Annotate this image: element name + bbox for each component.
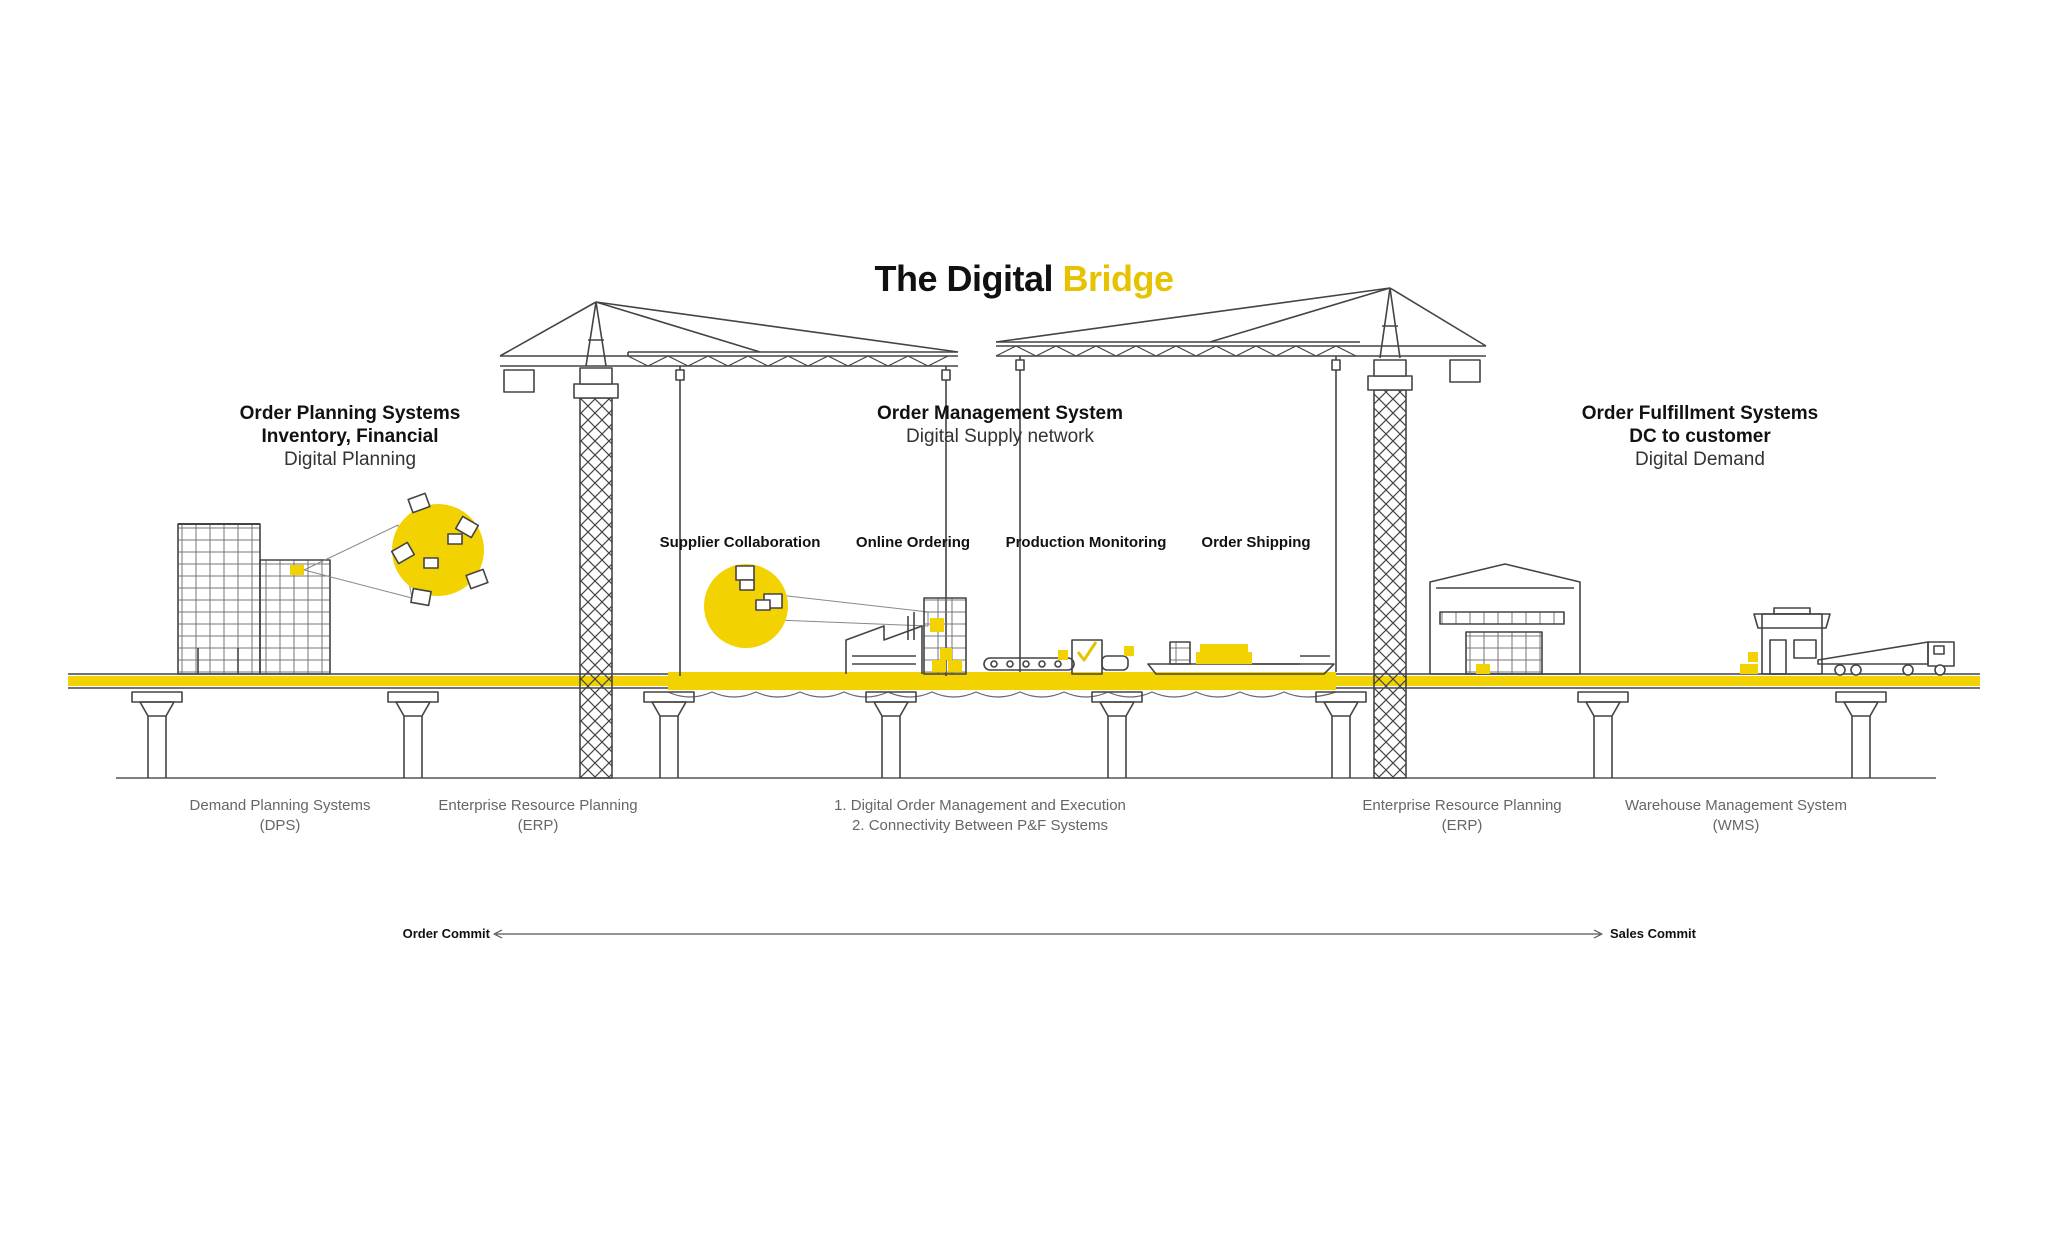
pier — [1577, 691, 1629, 778]
system-caption-line: 1. Digital Order Management and Executio… — [834, 797, 1126, 814]
section-fulfillment-sub: Digital Demand — [1635, 449, 1765, 470]
cargo-ship-icon — [1147, 641, 1335, 675]
section-planning-line1: Order Planning Systems — [239, 403, 461, 424]
system-caption-line: Enterprise Resource Planning — [438, 797, 638, 814]
delivery-truck-icon — [1817, 641, 1955, 676]
bridge-piers — [131, 691, 1887, 778]
office-building-icon — [177, 523, 331, 675]
system-caption-line: 2. Connectivity Between P&F Systems — [852, 817, 1108, 834]
system-caption-line: (DPS) — [259, 817, 301, 834]
stage-label: Supplier Collaboration — [659, 534, 821, 551]
diagram-title: The Digital Bridge — [0, 258, 2048, 300]
system-caption-line: Warehouse Management System — [1624, 797, 1848, 814]
pier — [1091, 691, 1143, 778]
pier — [1835, 691, 1887, 778]
title-main: The Digital — [874, 258, 1063, 299]
system-caption-line: Demand Planning Systems — [189, 797, 371, 814]
section-planning-sub: Digital Planning — [283, 449, 417, 470]
system-caption-line: (WMS) — [1712, 817, 1760, 834]
section-fulfillment-line1: Order Fulfillment Systems — [1581, 403, 1819, 424]
stage-label: Production Monitoring — [1005, 534, 1167, 551]
section-order-management: Order Management System Digital Supply n… — [830, 402, 1170, 449]
order-commit-label: Order Commit — [402, 926, 490, 941]
tower-crane-icon — [499, 301, 959, 779]
system-caption: Enterprise Resource Planning (ERP) — [1342, 796, 1582, 836]
section-order-fulfillment: Order Fulfillment Systems DC to customer… — [1550, 402, 1850, 472]
section-management-sub: Digital Supply network — [906, 426, 1094, 447]
section-management-line1: Order Management System — [876, 403, 1124, 424]
system-caption-line: (ERP) — [1441, 817, 1483, 834]
system-caption: Warehouse Management System (WMS) — [1606, 796, 1866, 836]
pier — [387, 691, 439, 778]
commit-flow-arrow — [493, 929, 1603, 939]
system-caption: 1. Digital Order Management and Executio… — [820, 796, 1140, 836]
system-caption-line: (ERP) — [517, 817, 559, 834]
system-caption: Demand Planning Systems (DPS) — [160, 796, 400, 836]
conveyor-belt-icon — [983, 639, 1134, 675]
storefront-icon — [1740, 607, 1831, 675]
pier — [643, 691, 695, 778]
pier — [865, 691, 917, 778]
section-order-planning: Order Planning Systems Inventory, Financ… — [200, 402, 500, 472]
section-planning-line2: Inventory, Financial — [261, 426, 439, 447]
warehouse-icon — [1429, 563, 1581, 675]
factory-icon — [845, 597, 967, 675]
pier — [1315, 691, 1367, 778]
title-highlight: Bridge — [1062, 258, 1175, 299]
sales-commit-label: Sales Commit — [1610, 926, 1696, 941]
meeting-table-icon — [303, 492, 489, 607]
stage-label: Order Shipping — [1201, 534, 1311, 551]
pier — [131, 691, 183, 778]
tower-crane-icon — [995, 287, 1487, 779]
section-fulfillment-line2: DC to customer — [1629, 426, 1771, 447]
system-caption-line: Enterprise Resource Planning — [1362, 797, 1562, 814]
stage-label: Online Ordering — [855, 534, 971, 551]
bridge-deck — [68, 672, 1980, 779]
system-caption: Enterprise Resource Planning (ERP) — [418, 796, 658, 836]
